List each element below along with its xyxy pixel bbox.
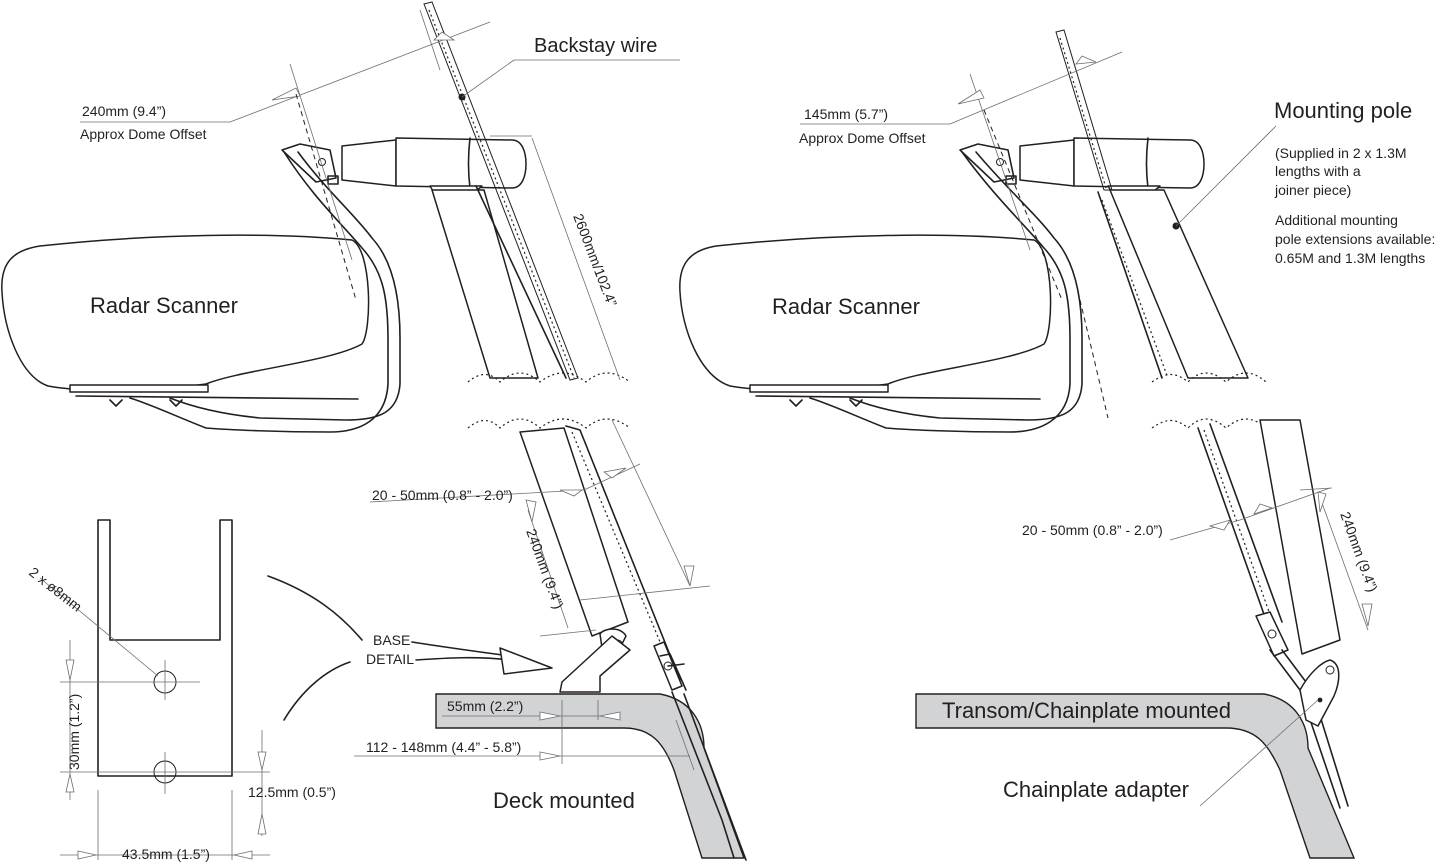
label-edge-offset: 12.5mm (0.5”) [248, 784, 336, 800]
mount-head-left [341, 137, 527, 199]
label-holes: 2 x ø8mm [26, 564, 85, 615]
label-left-offset-caption: Approx Dome Offset [80, 126, 207, 142]
dim-gap-left [369, 463, 641, 503]
break-line-top-left [467, 372, 631, 383]
break-line-bottom-left [467, 418, 631, 429]
label-radar-scanner-left: Radar Scanner [90, 293, 238, 318]
label-deck-mounted: Deck mounted [493, 788, 635, 813]
dim-gap-right [1169, 487, 1331, 541]
label-base-detail-1: BASE [373, 632, 410, 648]
backstay-leader-diag [461, 59, 515, 98]
pole-lower-left [519, 425, 687, 693]
label-extensions-1: Additional mounting [1275, 212, 1398, 228]
dim-base-height-left [525, 499, 597, 637]
radar-bracket-left [109, 143, 401, 433]
label-supplied-2: lengths with a [1275, 163, 1361, 179]
label-left-gap: 20 - 50mm (0.8” - 2.0”) [372, 487, 513, 503]
label-radar-scanner-right: Radar Scanner [772, 294, 920, 319]
pole-lower-right [1197, 419, 1349, 809]
label-base-detail-2: DETAIL [366, 651, 414, 667]
pole-upper-right [1055, 29, 1249, 379]
radar-dome-right [679, 234, 1052, 400]
label-extensions-3: 0.65M and 1.3M lengths [1275, 250, 1425, 266]
radar-dome-left [1, 234, 370, 400]
dim-base-height-right [1299, 487, 1373, 631]
transom-plate [915, 693, 1356, 859]
base-detail-plate [39, 519, 270, 860]
label-deck-range: 112 - 148mm (4.4” - 5.8”) [366, 739, 521, 755]
label-right-offset-value: 145mm (5.7”) [804, 106, 888, 122]
label-deck-inset: 55mm (2.2”) [447, 698, 523, 714]
label-extensions-2: pole extensions available: [1275, 231, 1435, 247]
label-pole-length: 2600mm/102.4” [570, 211, 620, 309]
dim-dome-offset-right [800, 51, 1123, 419]
base-detail-pointers [267, 575, 553, 721]
label-supplied-1: (Supplied in 2 x 1.3M [1275, 145, 1407, 161]
label-mounting-pole: Mounting pole [1274, 98, 1412, 123]
label-backstay-wire: Backstay wire [534, 35, 657, 57]
transom-mounted-assembly [679, 29, 1373, 859]
label-right-offset-caption: Approx Dome Offset [799, 130, 926, 146]
deck-plate [435, 693, 745, 859]
break-line-top-right [1151, 372, 1267, 383]
deck-mounted-assembly [1, 1, 747, 861]
label-transom-mounted: Transom/Chainplate mounted [942, 698, 1231, 723]
label-hole-spacing: 30mm (1.2”) [66, 694, 82, 770]
label-right-base-height: 240mm (9.4”) [1337, 510, 1381, 594]
label-base-width: 43.5mm (1.5”) [122, 846, 210, 862]
dim-deck-left [354, 700, 695, 771]
dim-pole-length [490, 135, 711, 601]
label-supplied-3: joiner piece) [1274, 182, 1351, 198]
mount-head-right [1019, 137, 1205, 199]
dim-dome-offset-left [80, 9, 491, 301]
leaders-right [1175, 125, 1319, 807]
pole-upper-left [431, 185, 567, 379]
radar-bracket-right [789, 143, 1083, 433]
break-line-bottom-right [1151, 418, 1267, 429]
label-right-gap: 20 - 50mm (0.8” - 2.0”) [1022, 522, 1163, 538]
label-left-offset-value: 240mm (9.4”) [82, 103, 166, 119]
label-chainplate-adapter: Chainplate adapter [1003, 777, 1189, 802]
